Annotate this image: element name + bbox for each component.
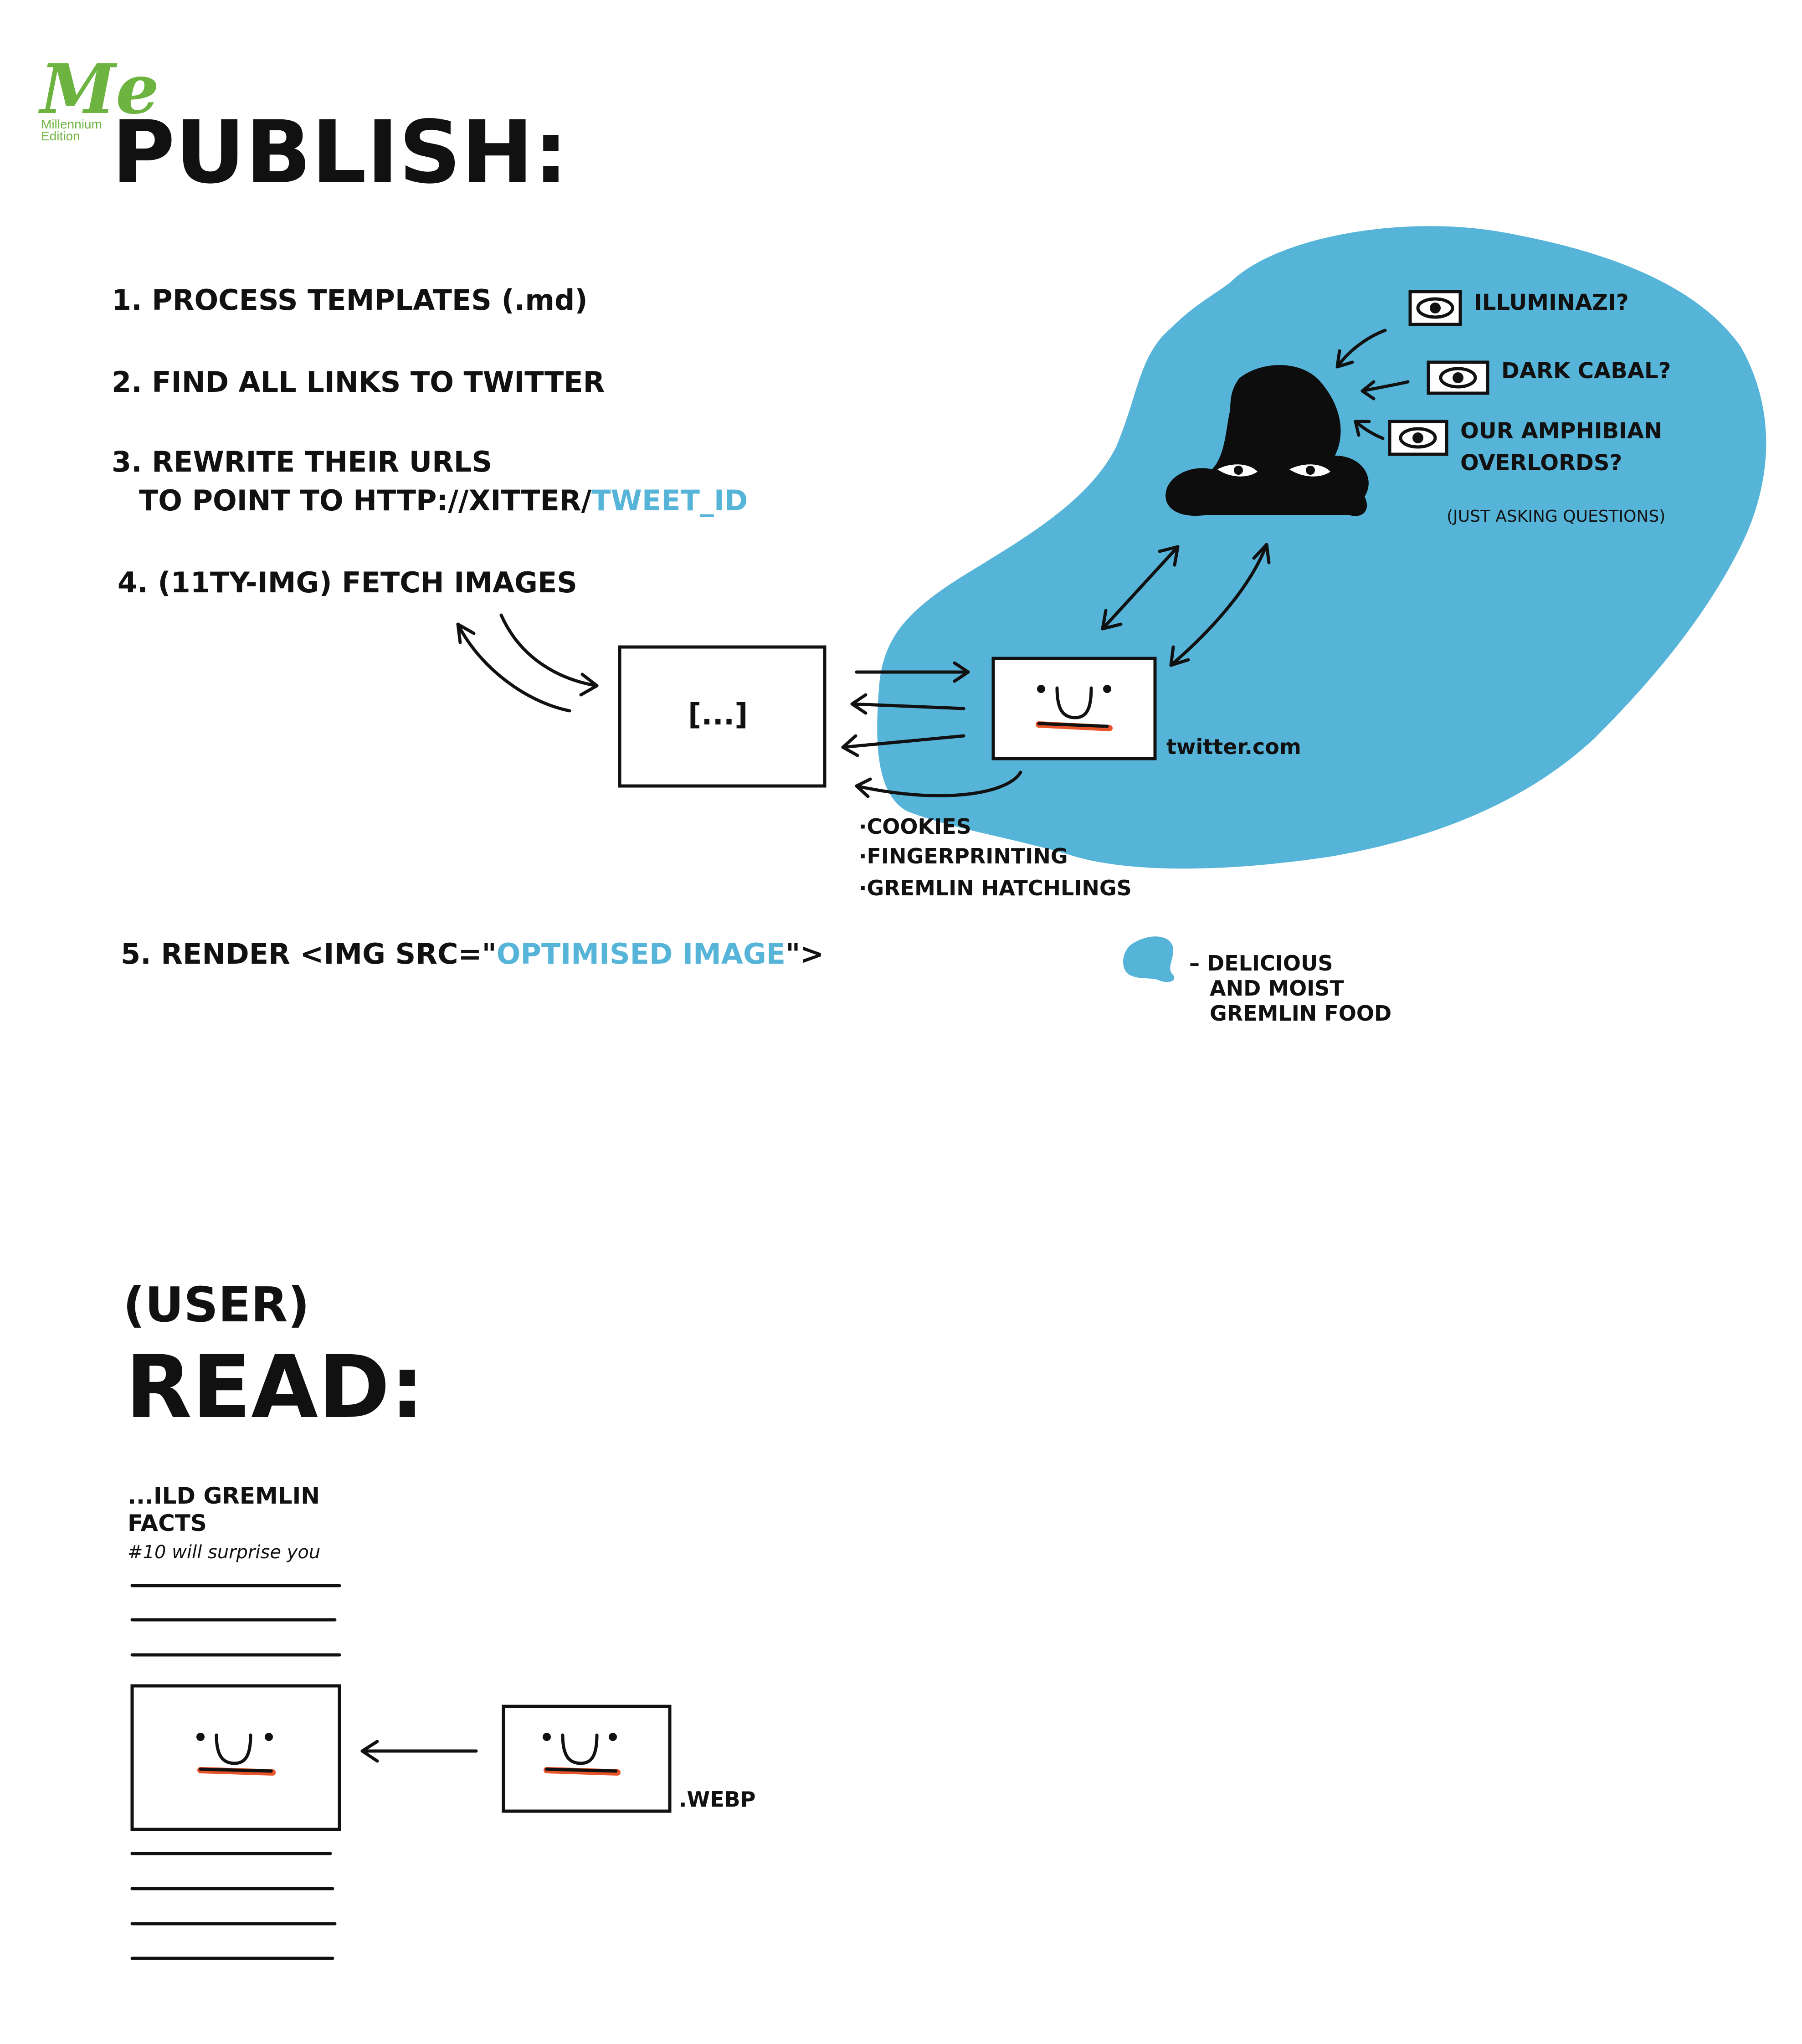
arrow-icon: [855, 770, 1022, 798]
step-5-prefix: 5. RENDER <IMG SRC=": [121, 937, 497, 971]
just-asking-note: (JUST ASKING QUESTIONS): [1447, 507, 1665, 526]
step-3-url-prefix: TO POINT TO HTTP://XITTER/: [139, 484, 592, 517]
side-effect-gremlin-hatchlings: ·GREMLIN HATCHLINGS: [859, 876, 1132, 900]
legend-line-2: AND MOIST: [1210, 976, 1344, 1001]
twitter-label: twitter.com: [1166, 734, 1301, 759]
legend-line-3: GREMLIN FOOD: [1210, 1001, 1391, 1026]
side-effect-fingerprinting: ·FINGERPRINTING: [859, 844, 1068, 868]
arrow-icon: [499, 613, 599, 697]
legend-line-1: – DELICIOUS: [1189, 951, 1333, 976]
article-title-line-2: FACTS: [128, 1510, 207, 1536]
article-subtitle: #10 will surprise you: [128, 1542, 320, 1563]
article-image-box: [130, 1684, 341, 1831]
publish-title: PUBLISH:: [112, 102, 568, 203]
arrow-icon: [360, 1740, 478, 1763]
arrow-icon: [1335, 329, 1387, 369]
legend-blob-swatch: [1123, 936, 1175, 982]
arrow-icon: [855, 661, 970, 683]
step-1: 1. PROCESS TEMPLATES (.md): [112, 283, 588, 317]
local-build-box-label: [...]: [688, 698, 748, 732]
conspiracy-3-label-line-1: OUR AMPHIBIAN: [1460, 418, 1662, 444]
arrow-icon: [841, 734, 965, 757]
eye-icon: [1408, 290, 1462, 326]
conspiracy-3-label-line-2: OVERLORDS?: [1460, 450, 1622, 476]
eye-icon: [1427, 360, 1489, 395]
step-5-highlight: OPTIMISED IMAGE: [497, 937, 785, 971]
smiley-face-icon: [196, 1733, 276, 1776]
conspiracy-2-label: DARK CABAL?: [1501, 358, 1671, 384]
step-4: 4. (11TY-IMG) FETCH IMAGES: [118, 566, 577, 599]
arrow-icon: [1101, 545, 1180, 631]
conspiracy-1-label: ILLUMINAZI?: [1474, 290, 1629, 315]
webp-image-box: [502, 1705, 672, 1813]
arrow-icon: [456, 622, 571, 713]
gremlin-territory-blob: [877, 226, 1766, 869]
article-title-line-1: ...ILD GREMLIN: [128, 1483, 320, 1509]
logo-sub-line-2: Edition: [41, 129, 80, 143]
step-3-line-1: 3. REWRITE THEIR URLS: [112, 445, 492, 478]
read-title: READ:: [125, 1337, 425, 1438]
article-text-lines-top: [130, 1584, 341, 1657]
step-3-line-2: TO POINT TO HTTP://XITTER/TWEET_ID: [139, 484, 748, 517]
article-text-lines-bottom: [130, 1852, 337, 1960]
logo-text: Me: [38, 49, 159, 129]
eye-icon: [1388, 420, 1448, 456]
arrow-icon: [1360, 380, 1410, 401]
twitter-box: [991, 657, 1157, 760]
arrow-icon: [850, 693, 965, 715]
step-3-url-highlight: TWEET_ID: [591, 484, 748, 517]
step-5: 5. RENDER <IMG SRC="OPTIMISED IMAGE">: [121, 937, 824, 971]
smiley-face-icon: [1036, 685, 1113, 731]
arrow-icon: [1169, 543, 1271, 667]
side-effect-cookies: ·COOKIES: [859, 814, 971, 839]
step-5-suffix: ">: [785, 937, 824, 971]
local-build-box: [618, 645, 827, 788]
logo: Me Millennium Edition: [38, 49, 159, 143]
webp-label: .WEBP: [679, 1787, 755, 1812]
step-2: 2. FIND ALL LINKS TO TWITTER: [112, 365, 605, 399]
user-label: (USER): [123, 1277, 309, 1333]
hooded-figure-icon: [1165, 365, 1369, 516]
logo-sub-line-1: Millennium: [41, 117, 102, 131]
arrow-icon: [1354, 420, 1385, 440]
smiley-face-icon: [543, 1733, 621, 1776]
